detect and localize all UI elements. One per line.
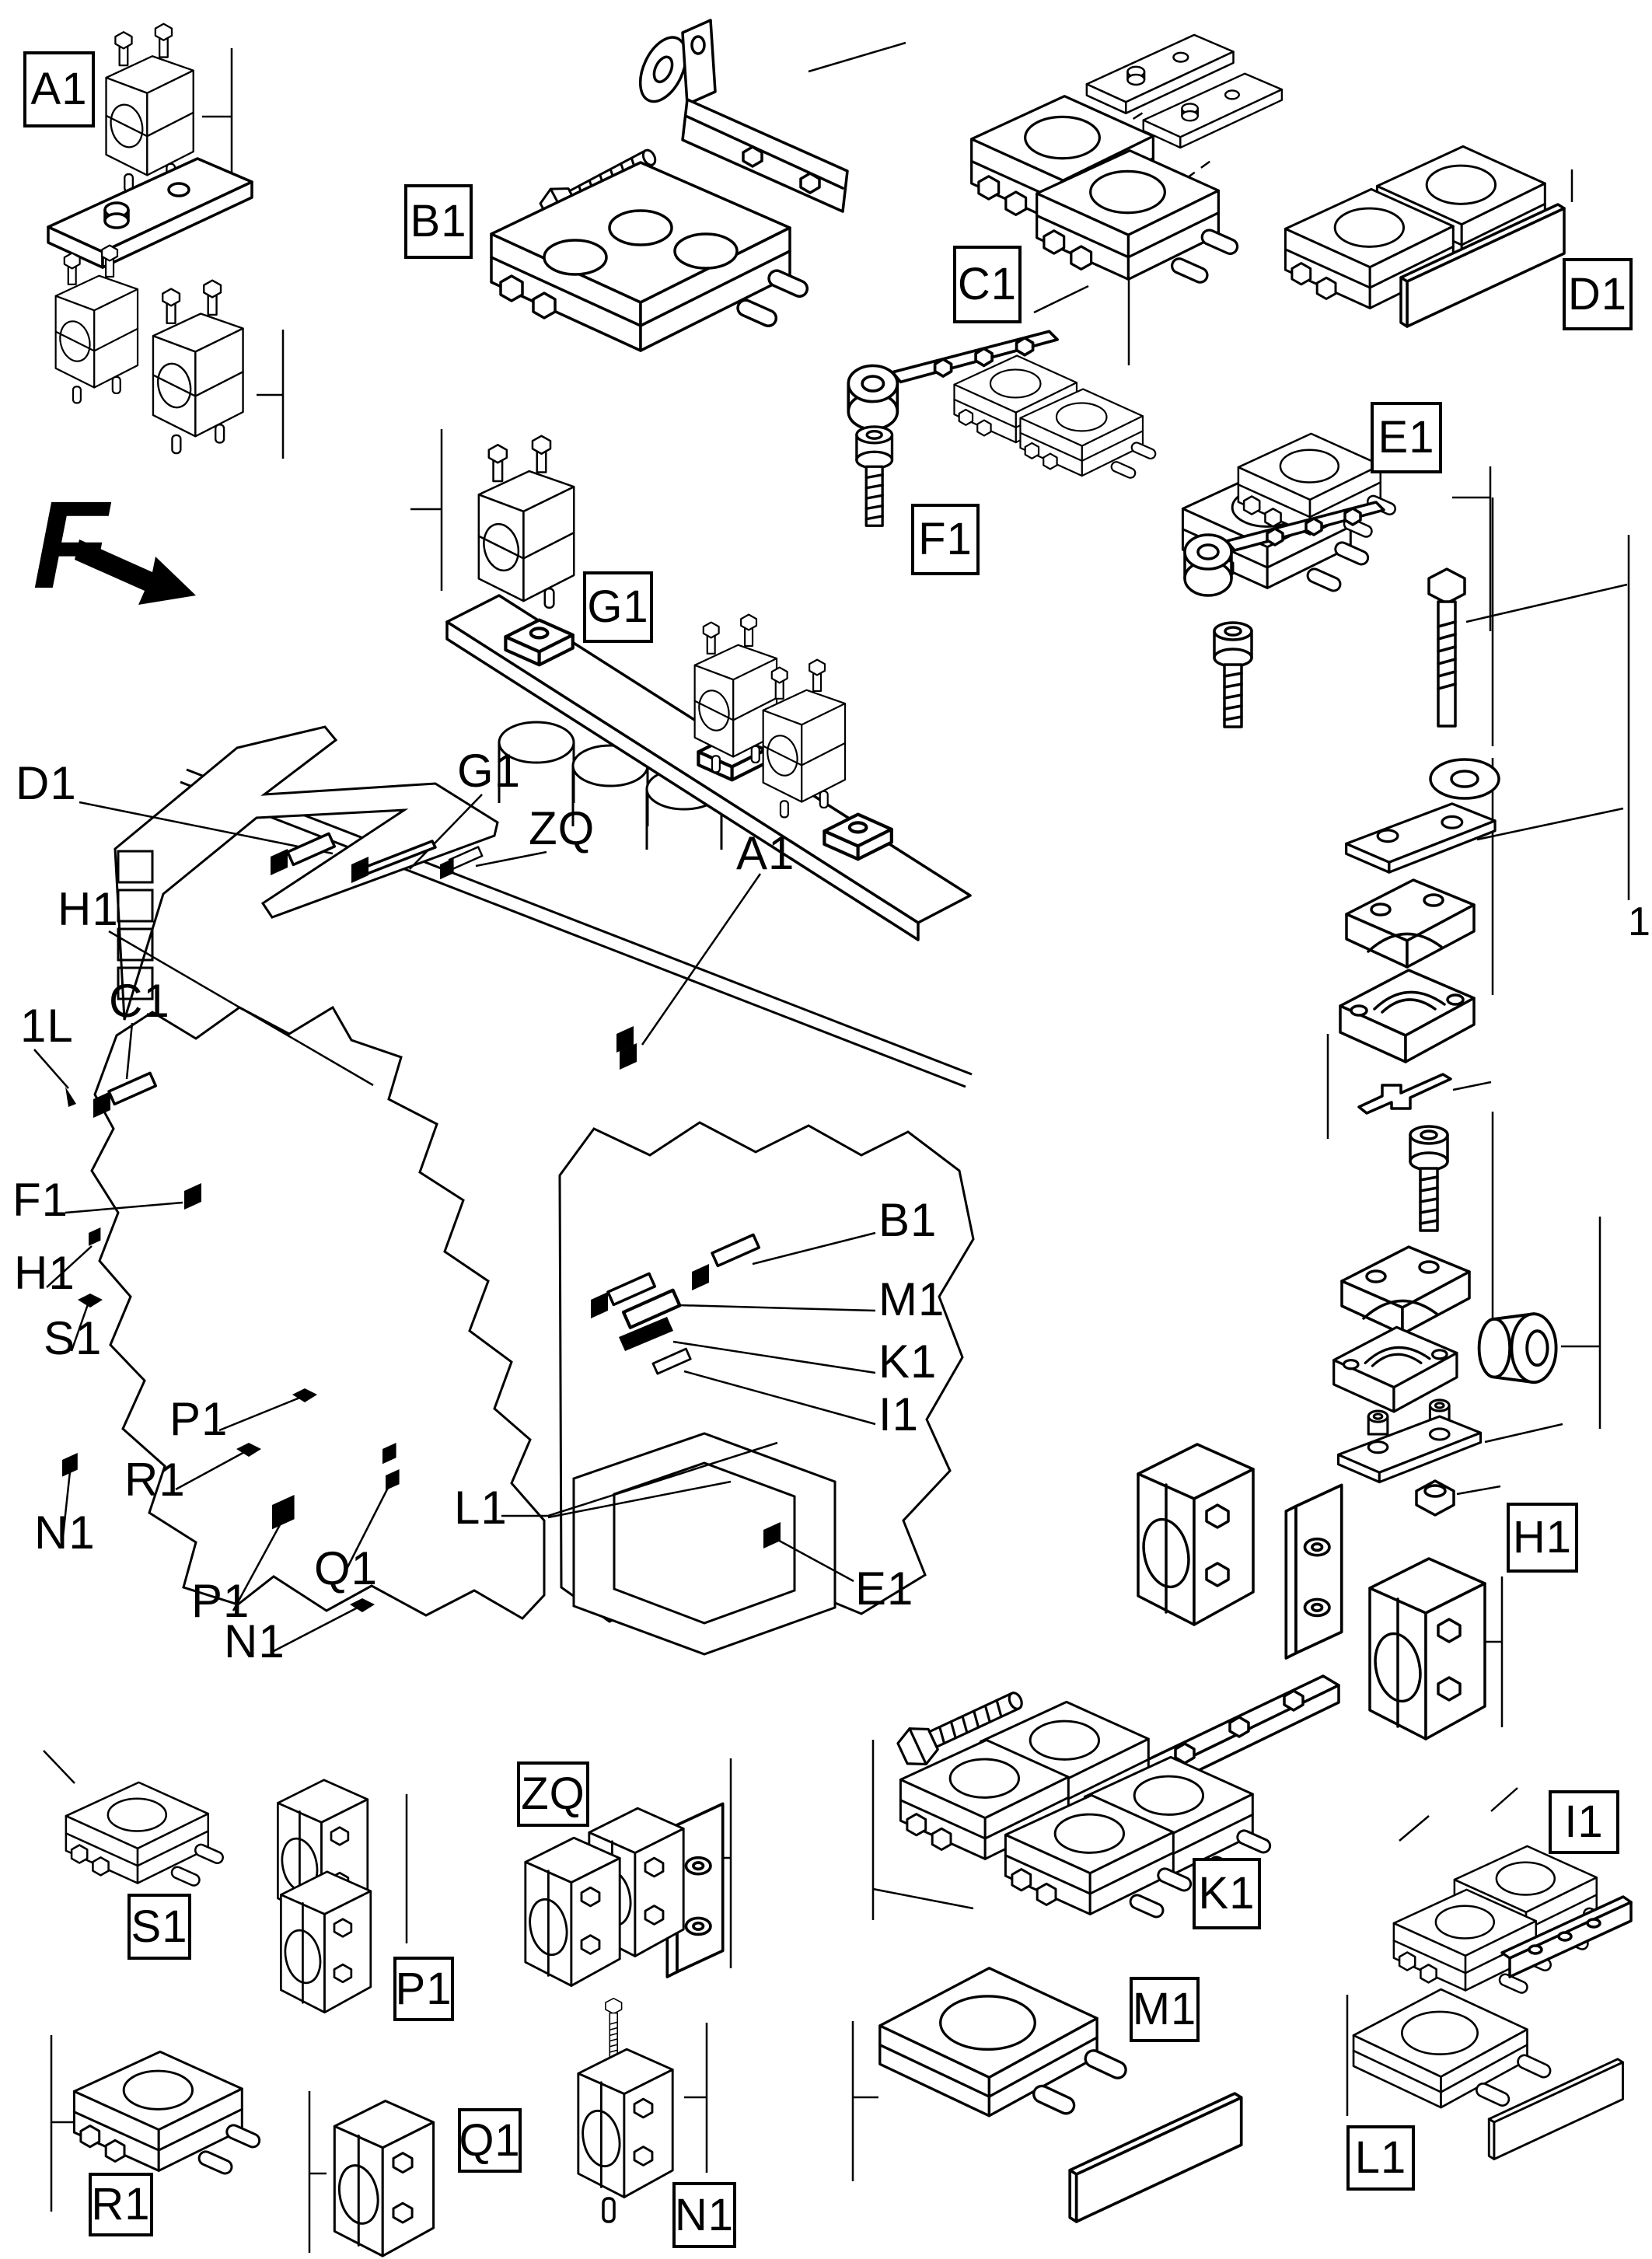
callout-l1: L1 <box>454 1482 508 1534</box>
part-label-k1: K1 <box>1193 1858 1261 1929</box>
part-label-m1: M1 <box>1130 1977 1200 2042</box>
callout-f1: F1 <box>12 1174 69 1226</box>
engine-outline <box>90 721 975 1656</box>
callout-d1: D1 <box>16 757 77 809</box>
part-label-h1: H1 <box>1507 1503 1578 1573</box>
assembly-f1-drawing <box>847 330 1158 527</box>
part-label-n1-text: N1 <box>674 2189 735 2240</box>
sheet-number: 1 <box>1628 899 1650 944</box>
callout-zq: ZQ <box>529 802 595 854</box>
part-label-c1: C1 <box>953 246 1022 323</box>
part-label-s1: S1 <box>127 1894 191 1960</box>
callout-m1: M1 <box>878 1273 945 1325</box>
assembly-p1-drawing <box>276 1779 372 2014</box>
assembly-e1-drawing <box>1181 432 1399 728</box>
callout-p1-lower: P1 <box>191 1575 250 1627</box>
part-label-a1: A1 <box>23 51 95 127</box>
assembly-b1-drawing <box>490 19 849 352</box>
callout-i1: I1 <box>878 1388 920 1440</box>
mount-markers <box>61 832 782 1614</box>
part-label-r1: R1 <box>89 2173 153 2236</box>
assembly-k1-drawing <box>892 1674 1340 1921</box>
part-label-e1-text: E1 <box>1378 412 1435 463</box>
callout-q1: Q1 <box>314 1542 379 1594</box>
callout-n1-upper: N1 <box>34 1507 96 1559</box>
part-label-l1-text: L1 <box>1354 2132 1407 2183</box>
callout-g1: G1 <box>457 745 522 797</box>
hardware-stack-drawing <box>1332 567 1558 1517</box>
part-label-c1-text: C1 <box>957 259 1018 309</box>
assembly-n1-drawing <box>576 1997 674 2223</box>
part-label-p1-text: P1 <box>395 1963 452 2014</box>
part-label-zq-text: ZQ <box>521 1768 585 1819</box>
part-label-r1-text: R1 <box>91 2179 151 2229</box>
part-label-n1: N1 <box>672 2182 736 2248</box>
part-label-d1-text: D1 <box>1567 268 1628 319</box>
part-label-l1: L1 <box>1346 2125 1415 2191</box>
leader-lines <box>33 41 1630 2253</box>
callout-a1: A1 <box>736 827 795 879</box>
callout-n1-lower: N1 <box>224 1615 285 1667</box>
part-label-p1: P1 <box>393 1957 454 2021</box>
callout-h1-lower: H1 <box>14 1247 75 1299</box>
part-label-m1-text: M1 <box>1132 1984 1197 2034</box>
callout-k1: K1 <box>878 1335 938 1388</box>
callout-p1-upper: P1 <box>169 1393 229 1445</box>
callout-s1: S1 <box>44 1312 103 1364</box>
callout-b1: B1 <box>878 1194 938 1246</box>
part-label-k1-text: K1 <box>1198 1868 1256 1919</box>
part-label-a1-text: A1 <box>30 64 88 114</box>
part-label-g1-text: G1 <box>587 581 649 632</box>
assembly-d1-drawing <box>1284 145 1566 328</box>
part-label-q1-text: Q1 <box>459 2114 521 2166</box>
callout-r1: R1 <box>124 1454 186 1506</box>
view-direction-arrow-icon <box>75 539 196 605</box>
part-label-b1-text: B1 <box>410 196 467 246</box>
view-direction-letter: F <box>33 475 112 614</box>
view-direction-symbol: F <box>33 475 196 614</box>
callout-h1-upper: H1 <box>58 883 119 935</box>
callout-e1: E1 <box>855 1562 914 1615</box>
part-label-h1-text: H1 <box>1512 1512 1573 1562</box>
part-label-zq: ZQ <box>517 1761 589 1827</box>
part-label-f1-text: F1 <box>918 514 973 564</box>
assembly-zq-drawing <box>523 1802 725 1987</box>
part-label-g1: G1 <box>583 571 653 643</box>
assembly-r1-drawing <box>72 2050 263 2177</box>
assembly-i1-drawing <box>1392 1845 1633 1996</box>
callout-1l: 1L <box>20 1000 74 1052</box>
part-label-q1: Q1 <box>458 2108 522 2173</box>
part-label-e1: E1 <box>1371 402 1442 473</box>
part-label-b1: B1 <box>404 184 473 259</box>
assembly-s1-drawing <box>65 1781 226 1889</box>
callout-c1: C1 <box>109 975 170 1027</box>
assembly-g1-drawing <box>445 435 972 941</box>
part-label-i1-text: I1 <box>1564 1796 1604 1847</box>
part-label-d1: D1 <box>1563 258 1633 330</box>
part-label-i1: I1 <box>1549 1790 1619 1854</box>
part-label-f1: F1 <box>911 504 980 575</box>
assembly-q1-drawing <box>333 2100 435 2257</box>
part-label-s1-text: S1 <box>131 1901 188 1952</box>
